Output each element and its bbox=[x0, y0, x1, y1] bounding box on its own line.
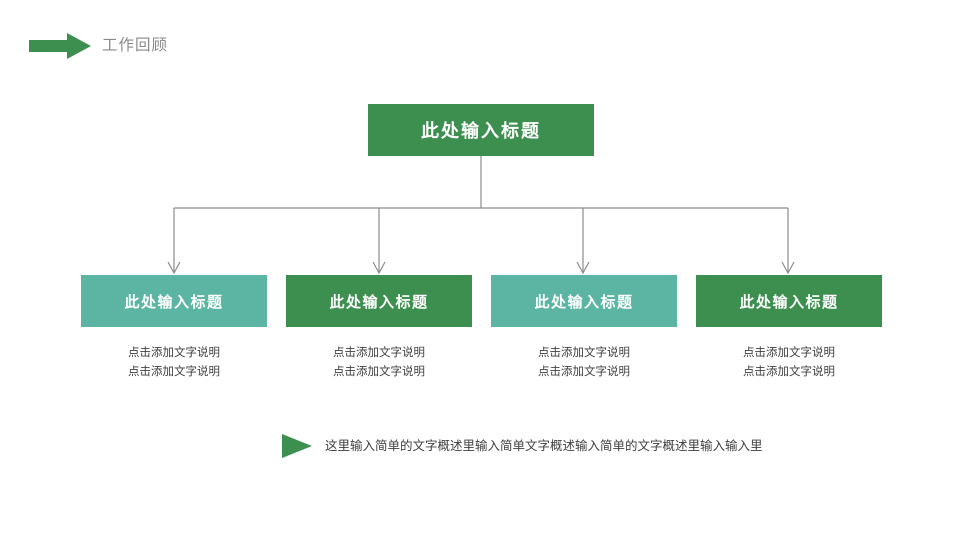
node-row: 此处输入标题 点击添加文字说明 点击添加文字说明 此处输入标题 点击添加文字说明… bbox=[81, 275, 882, 382]
root-node-box[interactable]: 此处输入标题 bbox=[368, 104, 594, 156]
node-2-captions: 点击添加文字说明 点击添加文字说明 bbox=[286, 344, 472, 382]
page-title: 工作回顾 bbox=[102, 37, 169, 55]
node-2-box[interactable]: 此处输入标题 bbox=[286, 275, 472, 327]
right-arrow-icon bbox=[29, 33, 91, 59]
triangle-right-icon bbox=[282, 434, 312, 458]
root-node-label: 此处输入标题 bbox=[421, 121, 541, 141]
node-4-label: 此处输入标题 bbox=[739, 293, 839, 311]
caption-line: 点击添加文字说明 bbox=[128, 366, 220, 378]
node-1-label: 此处输入标题 bbox=[124, 293, 224, 311]
caption-line: 点击添加文字说明 bbox=[538, 347, 630, 359]
node-3-label: 此处输入标题 bbox=[534, 293, 634, 311]
slide-header: 工作回顾 bbox=[0, 26, 400, 66]
caption-line: 点击添加文字说明 bbox=[743, 366, 835, 378]
footer-text: 这里输入简单的文字概述里输入简单文字概述输入简单的文字概述里输入输入里 bbox=[325, 438, 763, 453]
caption-line: 点击添加文字说明 bbox=[128, 347, 220, 359]
node-1: 此处输入标题 点击添加文字说明 点击添加文字说明 bbox=[81, 275, 267, 382]
caption-line: 点击添加文字说明 bbox=[538, 366, 630, 378]
node-1-box[interactable]: 此处输入标题 bbox=[81, 275, 267, 327]
caption-line: 点击添加文字说明 bbox=[743, 347, 835, 359]
node-4: 此处输入标题 点击添加文字说明 点击添加文字说明 bbox=[696, 275, 882, 382]
node-2-label: 此处输入标题 bbox=[329, 293, 429, 311]
caption-line: 点击添加文字说明 bbox=[333, 347, 425, 359]
footer-note: 这里输入简单的文字概述里输入简单文字概述输入简单的文字概述里输入输入里 bbox=[282, 432, 763, 460]
node-3-captions: 点击添加文字说明 点击添加文字说明 bbox=[491, 344, 677, 382]
node-3-box[interactable]: 此处输入标题 bbox=[491, 275, 677, 327]
node-4-captions: 点击添加文字说明 点击添加文字说明 bbox=[696, 344, 882, 382]
node-2: 此处输入标题 点击添加文字说明 点击添加文字说明 bbox=[286, 275, 472, 382]
node-3: 此处输入标题 点击添加文字说明 点击添加文字说明 bbox=[491, 275, 677, 382]
caption-line: 点击添加文字说明 bbox=[333, 366, 425, 378]
node-4-box[interactable]: 此处输入标题 bbox=[696, 275, 882, 327]
node-1-captions: 点击添加文字说明 点击添加文字说明 bbox=[81, 344, 267, 382]
